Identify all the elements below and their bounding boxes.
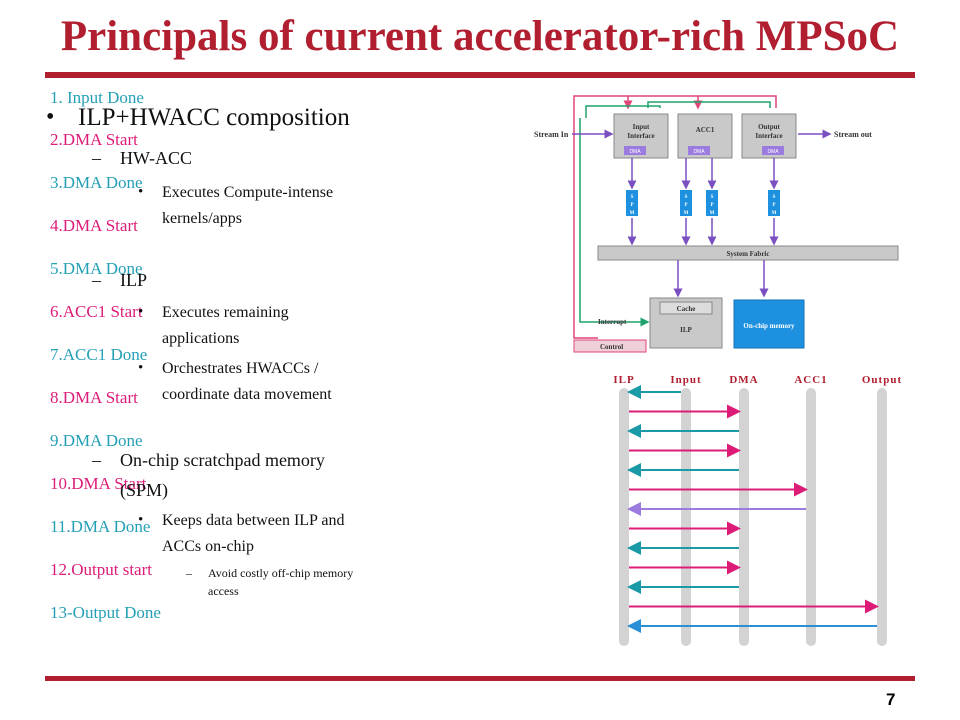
- step-item: 1. Input Done: [50, 88, 144, 107]
- bullet-spm-sub2: Avoid costly off-chip memory: [208, 566, 354, 580]
- spm-block: [680, 190, 692, 216]
- svg-text:Interface: Interface: [627, 132, 654, 140]
- bullet-marker: •: [46, 104, 55, 130]
- svg-text:M: M: [772, 211, 777, 216]
- svg-text:Cache: Cache: [677, 305, 696, 313]
- step-item: 8.DMA Start: [50, 388, 138, 407]
- bullet-hwacc: HW-ACC: [120, 148, 192, 168]
- control-box: [573, 339, 647, 353]
- bullet-spm-sub2: access: [208, 584, 239, 598]
- step-item: 4.DMA Start: [50, 216, 138, 235]
- bullet-ilp-sub: Executes remaining: [162, 304, 289, 321]
- svg-text:P: P: [684, 203, 687, 208]
- dash-marker: –: [186, 566, 192, 580]
- system-fabric-bar: [597, 245, 899, 261]
- bullet-ilp-sub: applications: [162, 330, 240, 347]
- step-item: 13-Output Done: [50, 603, 161, 622]
- spm-block: [768, 190, 780, 216]
- svg-text:S: S: [711, 195, 714, 200]
- spm-block: [626, 190, 638, 216]
- bullet-spm: On-chip scratchpad memory: [120, 450, 325, 470]
- cache-block: [659, 301, 713, 315]
- interrupt-line: [585, 105, 661, 118]
- lane-bar: [681, 388, 691, 646]
- svg-text:S: S: [773, 195, 776, 200]
- svg-text:S: S: [631, 195, 634, 200]
- bullet-hwacc-sub: Executes Compute-intense: [162, 184, 334, 201]
- svg-text:Output: Output: [758, 123, 780, 131]
- sequence-diagram: ILP Input DMA ACC1 Output: [613, 374, 902, 646]
- bullet-main: ILP+HWACC composition: [78, 104, 350, 131]
- bullet-ilp: ILP: [120, 270, 147, 290]
- step-item: 12.Output start: [50, 560, 152, 579]
- bullet-marker: •: [138, 360, 144, 376]
- interrupt-line: [579, 118, 650, 327]
- step-item: 10.DMA Start: [50, 474, 147, 493]
- lane-label: Output: [862, 374, 902, 386]
- interrupt-line: [647, 101, 771, 108]
- title-divider: [45, 72, 915, 78]
- interrupt-label: Interrupt: [598, 318, 627, 326]
- lane-label: DMA: [729, 374, 758, 386]
- dash-marker: –: [92, 450, 101, 470]
- footer-divider: [45, 676, 915, 681]
- bullet-spm: (SPM): [120, 480, 169, 500]
- dma-tag: [624, 146, 646, 155]
- step-item: 3.DMA Done: [50, 173, 143, 192]
- onchip-memory-block: [733, 299, 805, 349]
- svg-text:P: P: [630, 203, 633, 208]
- slide-title: Principals of current accelerator-rich M…: [60, 13, 900, 60]
- architecture-diagram: Stream In Stream out Input Interface DMA…: [534, 95, 899, 353]
- svg-text:DMA: DMA: [629, 149, 641, 155]
- control-label: Control: [600, 343, 623, 351]
- svg-text:On-chip memory: On-chip memory: [743, 322, 795, 330]
- lane-bar: [877, 388, 887, 646]
- lane-label: Input: [670, 374, 701, 386]
- svg-text:ACC1: ACC1: [696, 126, 715, 134]
- svg-text:P: P: [772, 203, 775, 208]
- spm-blocks: SPM SPM SPM SPM: [626, 158, 780, 246]
- bullet-ilp-sub: Orchestrates HWACCs /: [162, 360, 319, 377]
- system-fabric-label: System Fabric: [727, 250, 770, 258]
- svg-text:Input: Input: [633, 123, 650, 131]
- lane-bar: [739, 388, 749, 646]
- bullet-marker: •: [138, 304, 144, 320]
- bullet-hwacc-sub: kernels/apps: [162, 210, 242, 227]
- lane-label: ILP: [613, 374, 634, 386]
- svg-text:M: M: [710, 211, 715, 216]
- bullet-spm-sub: Keeps data between ILP and: [162, 512, 345, 529]
- svg-text:S: S: [685, 195, 688, 200]
- svg-text:DMA: DMA: [767, 149, 779, 155]
- step-item: 7.ACC1 Done: [50, 345, 148, 364]
- step-item: 9.DMA Done: [50, 431, 143, 450]
- bullet-marker: •: [138, 512, 144, 528]
- dash-marker: –: [92, 148, 101, 168]
- dma-tag: [762, 146, 784, 155]
- lane-bar: [806, 388, 816, 646]
- bullet-ilp-sub: coordinate data movement: [162, 386, 332, 403]
- spm-block: [706, 190, 718, 216]
- bullet-spm-sub: ACCs on-chip: [162, 538, 254, 555]
- step-item: 6.ACC1 Start: [50, 302, 143, 321]
- stream-in-label: Stream In: [534, 130, 569, 139]
- svg-text:M: M: [630, 211, 635, 216]
- svg-text:Interface: Interface: [755, 132, 782, 140]
- lane-label: ACC1: [794, 374, 827, 386]
- svg-text:M: M: [684, 211, 689, 216]
- svg-text:ILP: ILP: [680, 326, 692, 334]
- step-item: 2.DMA Start: [50, 130, 138, 149]
- stream-out-label: Stream out: [834, 130, 872, 139]
- bullet-marker: •: [138, 184, 144, 200]
- step-item: 5.DMA Done: [50, 259, 143, 278]
- page-number: 7: [886, 690, 896, 709]
- lane-bar: [619, 388, 629, 646]
- svg-text:P: P: [710, 203, 713, 208]
- dma-tag: [688, 146, 710, 155]
- step-item: 11.DMA Done: [50, 517, 151, 536]
- svg-text:DMA: DMA: [693, 149, 705, 155]
- dash-marker: –: [92, 270, 101, 290]
- control-line: [573, 95, 777, 339]
